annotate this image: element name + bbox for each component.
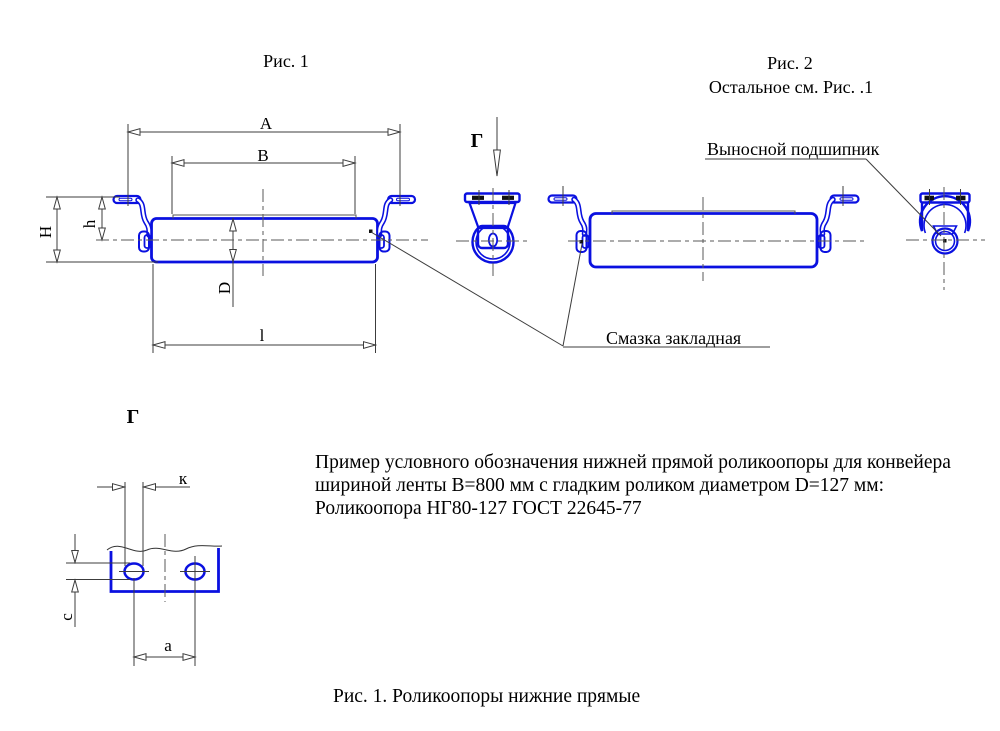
side-flange	[463, 192, 521, 204]
bearing-housing	[918, 195, 972, 232]
fig1-left-bracket	[112, 194, 152, 253]
dim-label-k: к	[179, 469, 188, 488]
dim-label-H: H	[36, 226, 55, 238]
side-flange-slot-left	[472, 195, 484, 200]
view-label-G: Г	[471, 130, 484, 152]
bearing-center-mark	[943, 239, 947, 243]
fig1-grease-mark	[369, 229, 373, 233]
sectionG-label: Г	[127, 406, 140, 428]
fig1-title: Рис. 1	[263, 51, 309, 71]
external-bearing-outer	[931, 227, 959, 255]
bearing-callout: Выносной подшипник	[707, 139, 880, 159]
fig1-roller-view	[112, 194, 416, 264]
fig2-belt	[611, 210, 796, 214]
external-bearing-inner	[934, 230, 956, 252]
side-flange-slot-right	[502, 195, 514, 200]
bracket-hub	[138, 230, 150, 253]
dim-label-A: А	[260, 114, 273, 133]
fig1-side-view	[463, 192, 521, 264]
fig2-grease-mark	[579, 240, 583, 244]
dim-a	[134, 578, 195, 666]
leader-line	[865, 158, 942, 237]
leader-line	[370, 231, 564, 347]
dim-c	[66, 534, 130, 627]
note-line3: Роликоопора НГ80-127 ГОСТ 22645-77	[315, 498, 642, 519]
dim-label-c: c	[57, 613, 76, 621]
labels: Рис. 1 Рис. 2 Остальное см. Рис. .1 А В …	[36, 51, 951, 707]
dim-l	[153, 264, 376, 353]
note-line2: шириной ленты В=800 мм с гладким роликом…	[315, 475, 884, 496]
dim-A	[128, 124, 400, 206]
break-line	[106, 545, 223, 552]
dim-label-l: l	[260, 326, 265, 345]
note-line1: Пример условного обозначения нижней прям…	[315, 452, 951, 473]
grease-callout: Смазка закладная	[606, 328, 741, 348]
view-arrow-G	[493, 117, 501, 177]
dim-label-D: D	[215, 282, 234, 294]
bracket-arm-core	[136, 198, 151, 237]
bracket-flange-slot	[553, 197, 568, 201]
figure-caption: Рис. 1. Роликоопоры нижние прямые	[333, 686, 640, 707]
bracket-flange-slot	[118, 197, 133, 202]
centerlines	[96, 187, 985, 602]
dim-label-h: h	[80, 219, 99, 228]
fig2-side-flange	[919, 192, 971, 204]
dim-label-B: В	[257, 146, 268, 165]
dim-k	[97, 482, 190, 566]
fig2-left-bracket	[547, 194, 590, 253]
fig2-right-bracket	[819, 196, 859, 253]
fig2-title: Рис. 2	[767, 53, 813, 73]
leader-line	[562, 243, 583, 347]
fig2-side-view	[918, 192, 972, 255]
dim-H-h	[46, 197, 158, 262]
bearing-leader	[705, 158, 942, 237]
arrow-head	[493, 149, 501, 177]
fig1-right-bracket	[378, 196, 415, 252]
fig1-belt	[172, 214, 357, 219]
dim-B	[172, 156, 355, 214]
bearing-housing-inner-rim	[923, 203, 967, 234]
fig2-subtitle: Остальное см. Рис. .1	[709, 77, 873, 97]
grease-leaders	[370, 231, 770, 348]
construction-lines	[46, 117, 961, 666]
dim-label-a: a	[164, 636, 172, 655]
bracket-hub-collar	[143, 234, 152, 249]
